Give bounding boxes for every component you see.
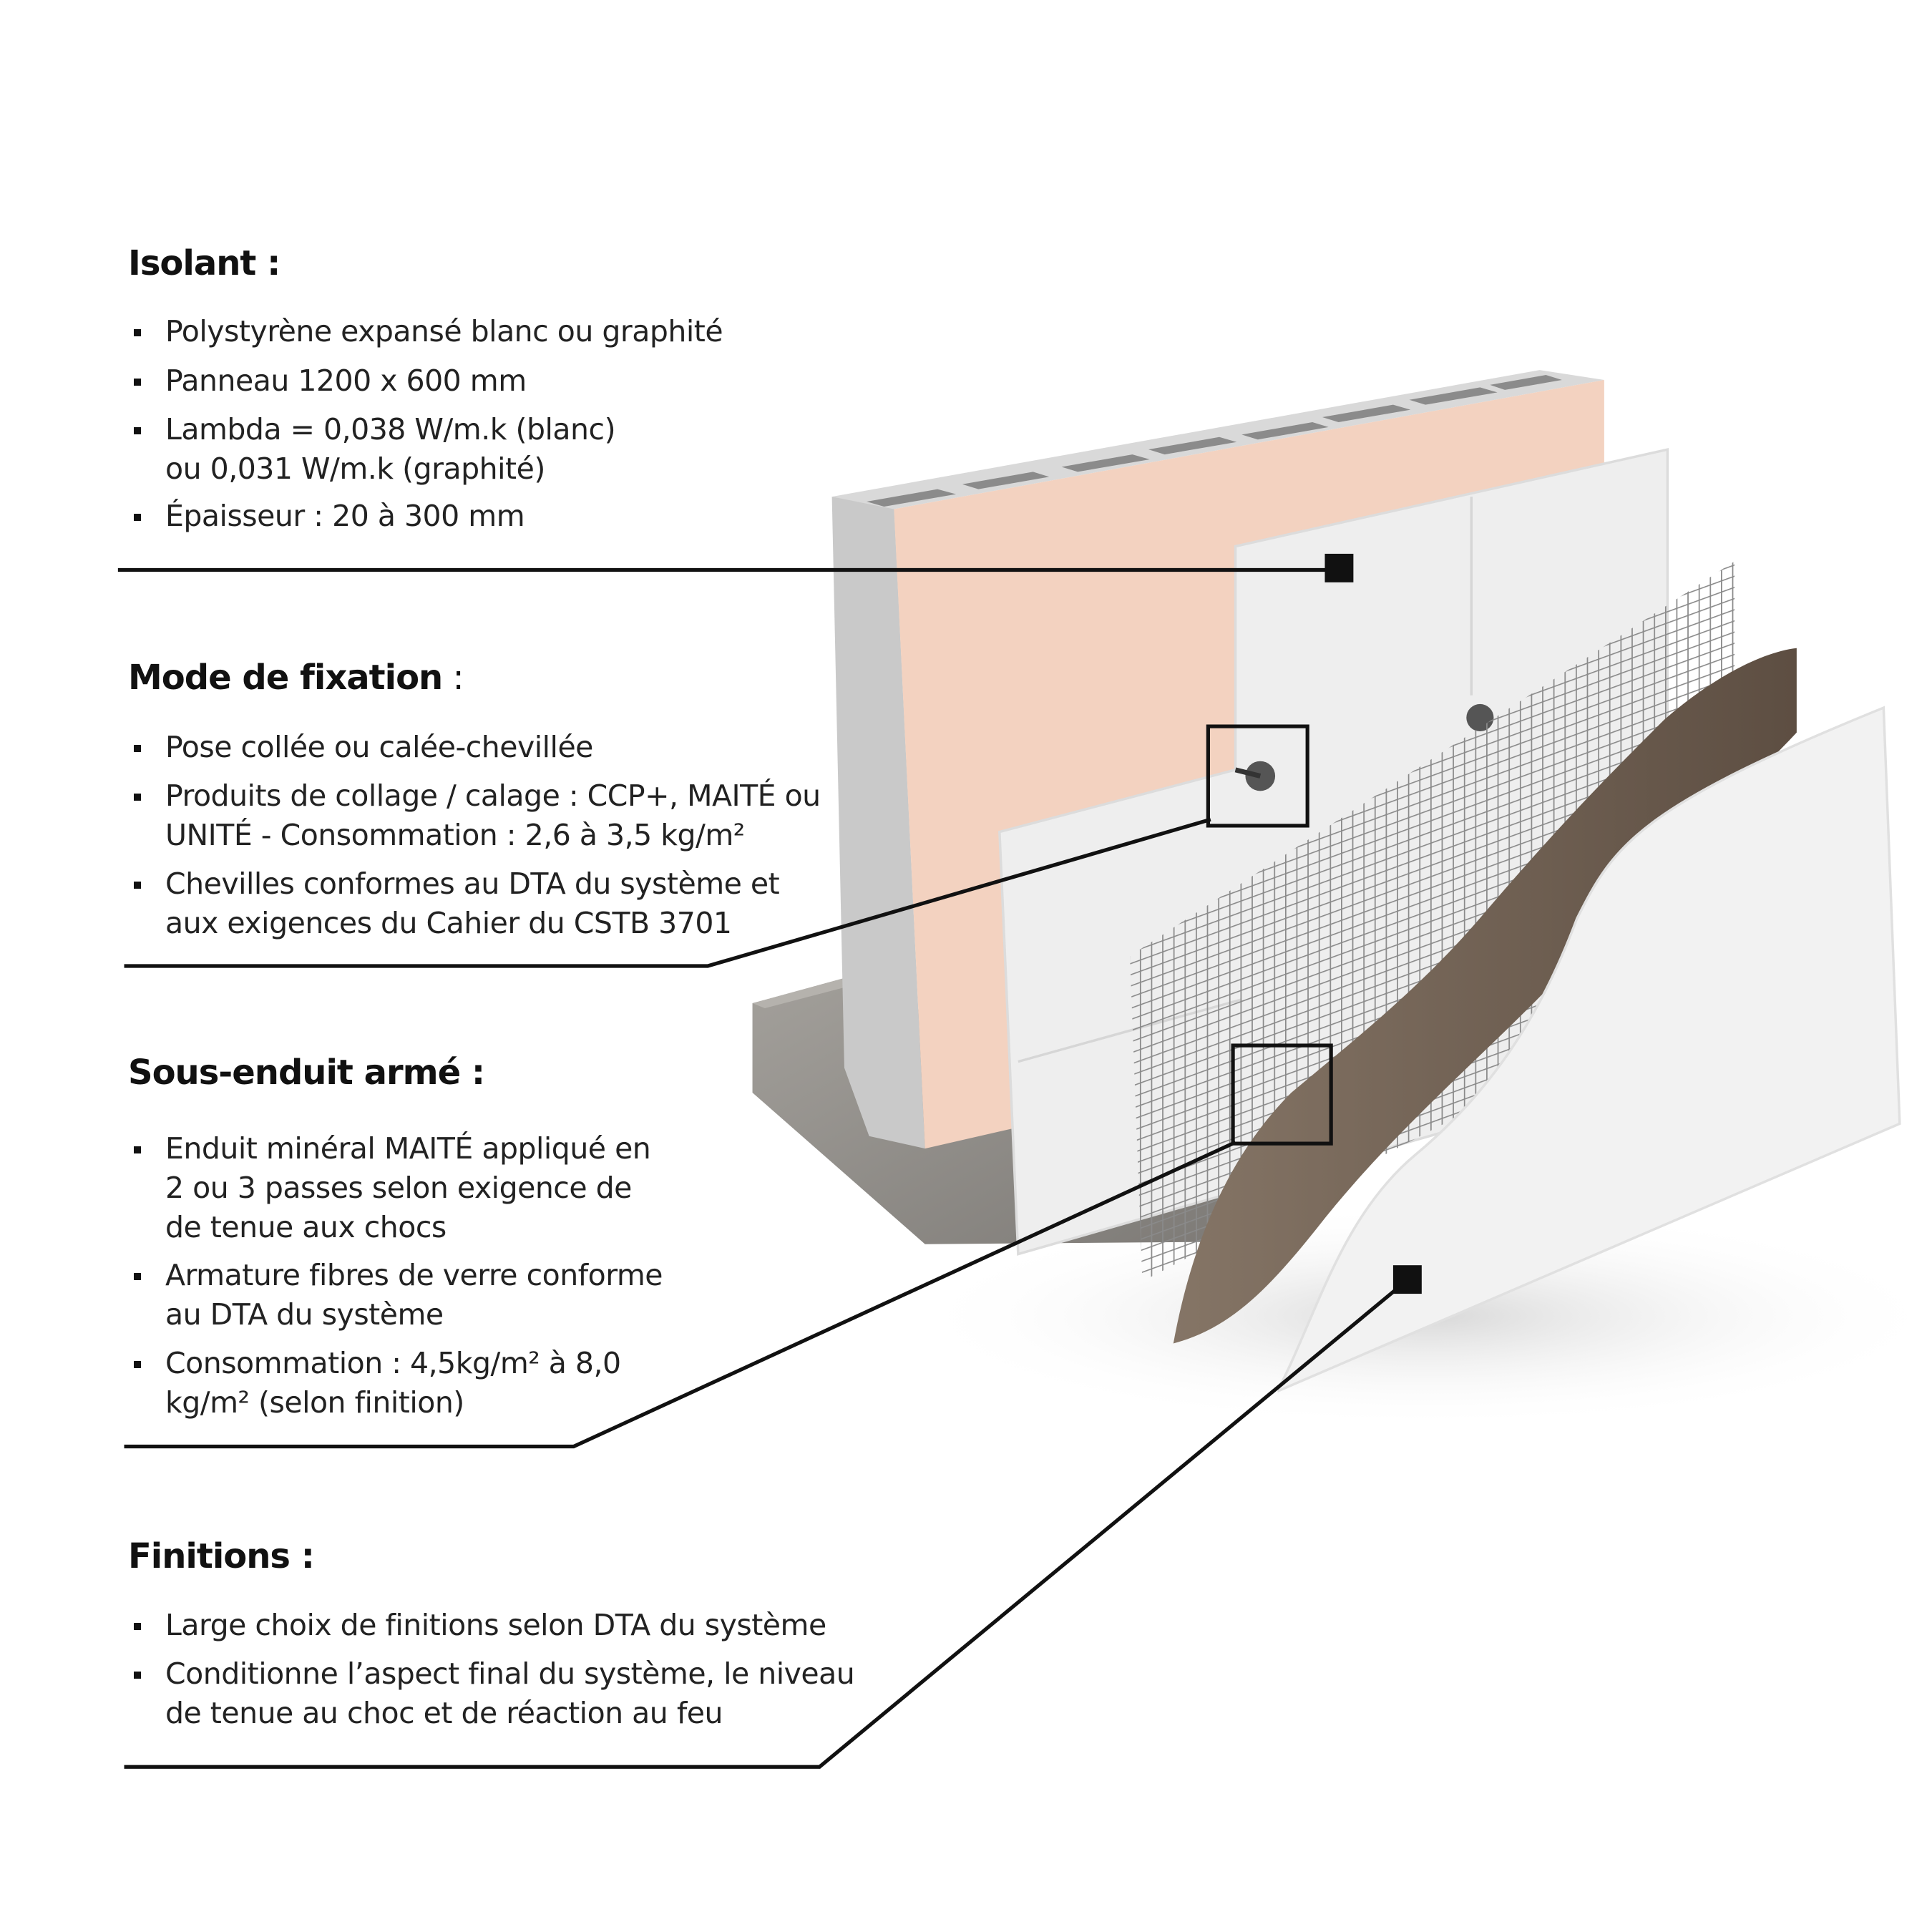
section-title-finitions: Finitions : — [128, 1536, 315, 1576]
undercoat-layer — [1173, 648, 1797, 1344]
leader-line-fixation — [124, 817, 1211, 968]
list-item: Polystyrène expansé blanc ou graphité — [133, 312, 723, 351]
finish-layer — [1277, 706, 1901, 1393]
list-item: Lambda = 0,038 W/m.k (blanc)ou 0,031 W/m… — [133, 410, 616, 489]
marker-square-isolant — [1324, 553, 1354, 582]
list-item: Épaisseur : 20 à 300 mm — [133, 497, 525, 536]
list-item: Produits de collage / calage : CCP+, MAI… — [134, 776, 821, 855]
section-title-fixation: Mode de fixation : — [128, 658, 464, 698]
leader-line-sous-enduit — [124, 1141, 1236, 1449]
list-item: Pose collée ou calée-chevillée — [134, 728, 593, 767]
section-title-sous-enduit: Sous-enduit armé : — [128, 1053, 485, 1093]
callout-box-anchor — [1206, 724, 1309, 828]
list-item: Large choix de finitions selon DTA du sy… — [134, 1606, 826, 1645]
block-cells — [867, 375, 1562, 507]
anchor-shaft — [1234, 767, 1262, 779]
footing-top — [752, 975, 869, 1008]
callout-box-mesh — [1231, 1043, 1333, 1146]
leader-line-finitions — [124, 1287, 1398, 1769]
list-item: Panneau 1200 x 600 mm — [134, 361, 527, 401]
list-item: Chevilles conformes au DTA du système et… — [133, 864, 780, 943]
section-title-isolant: Isolant : — [128, 243, 280, 283]
list-item: Conditionne l’aspect final du système, l… — [133, 1654, 855, 1733]
block-wall-edge — [831, 497, 925, 1149]
fiberglass-mesh — [1130, 561, 1735, 1282]
marker-square-finitions — [1392, 1265, 1422, 1294]
